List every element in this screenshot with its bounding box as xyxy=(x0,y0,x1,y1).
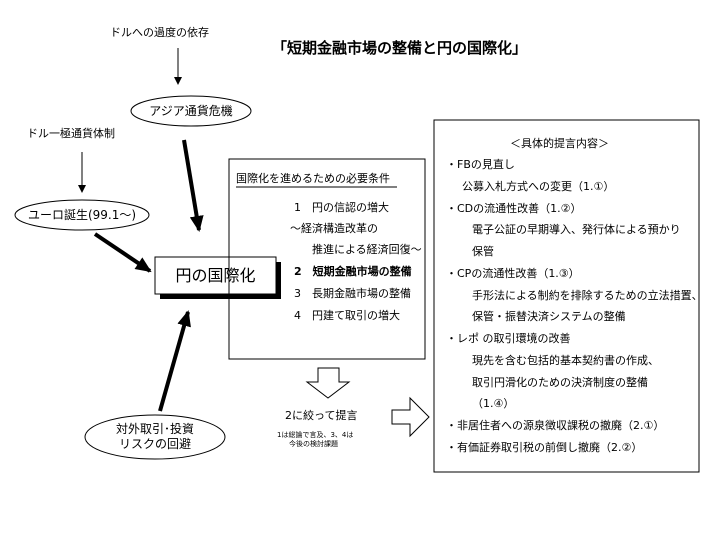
external-risk-line2: リスクの回避 xyxy=(118,437,191,451)
asian-crisis-ellipse xyxy=(130,95,252,127)
note-line-1: 1は総論で言及、3、4は xyxy=(277,431,354,439)
external-risk-label: 対外取引･投資 リスクの回避 xyxy=(85,422,225,452)
proposals-header: ＜具体的提言内容＞ xyxy=(510,137,609,150)
condition-item-3: 3 長期金融市場の整備 xyxy=(294,287,411,300)
proposal-line: ・非居住者への源泉徴収課税の撤廃（2.①） xyxy=(446,419,665,432)
euro-birth-label: ユーロ誕生(99.1～) xyxy=(27,207,137,222)
proposal-line: 手形法による制約を排除するための立法措置、 xyxy=(472,289,703,302)
condition-item-1b: 推進による経済回復～ xyxy=(312,243,422,256)
arrow-euro-to-yen xyxy=(93,232,152,273)
dollar-dependence-label: ドルへの過度の依存 xyxy=(110,26,209,39)
proposal-line: ・レポ の取引環境の改善 xyxy=(446,332,571,345)
proposal-line: ・CDの流通性改善（1.②） xyxy=(446,202,582,215)
asian-crisis-label: アジア通貨危機 xyxy=(149,103,233,118)
conditions-header: 国際化を進めるための必要条件 xyxy=(236,172,390,185)
dollar-system-label: ドル一極通貨体制 xyxy=(27,127,115,140)
hollow-down-arrow xyxy=(305,367,351,399)
page-title: 「短期金融市場の整備と円の国際化」 xyxy=(272,39,528,57)
condition-item-4: 4 円建て取引の増大 xyxy=(294,309,400,322)
conditions-box xyxy=(228,158,426,360)
hollow-right-arrow xyxy=(391,396,430,438)
proposal-line: 保管・振替決済システムの整備 xyxy=(472,310,626,323)
proposal-line: ・FBの見直し xyxy=(446,158,515,171)
proposal-line: （1.④） xyxy=(472,397,515,410)
focus-label: 2に絞って提言 xyxy=(285,409,358,422)
proposal-line: 保管 xyxy=(472,245,494,258)
condition-item-1: 1 円の信認の増大 xyxy=(294,201,389,214)
note-line-2: 今後の検討課題 xyxy=(289,440,338,448)
proposal-line: 現先を含む包括的基本契約書の作成、 xyxy=(472,354,659,367)
proposals-box xyxy=(433,119,700,473)
arrow-risk-to-yen xyxy=(158,310,191,412)
condition-item-2: 2 短期金融市場の整備 xyxy=(294,265,412,278)
yen-box xyxy=(154,256,277,295)
proposal-line: 電子公証の早期導入、発行体による預かり xyxy=(472,223,681,236)
proposal-line: 公募入札方式への変更（1.①） xyxy=(462,180,615,193)
proposal-line: ・有価証券取引税の前倒し撤廃（2.②） xyxy=(446,441,643,454)
external-risk-line1: 対外取引･投資 xyxy=(115,422,194,436)
arrow-crisis-to-yen xyxy=(182,139,204,232)
external-risk-ellipse xyxy=(84,414,226,460)
proposal-line: ・CPの流通性改善（1.③） xyxy=(446,267,580,280)
condition-item-1a: ～経済構造改革の xyxy=(290,222,378,235)
proposal-line: 取引円滑化のための決済制度の整備 xyxy=(472,376,648,389)
euro-birth-ellipse xyxy=(14,199,150,231)
yen-internationalization-label: 円の国際化 xyxy=(175,265,256,285)
